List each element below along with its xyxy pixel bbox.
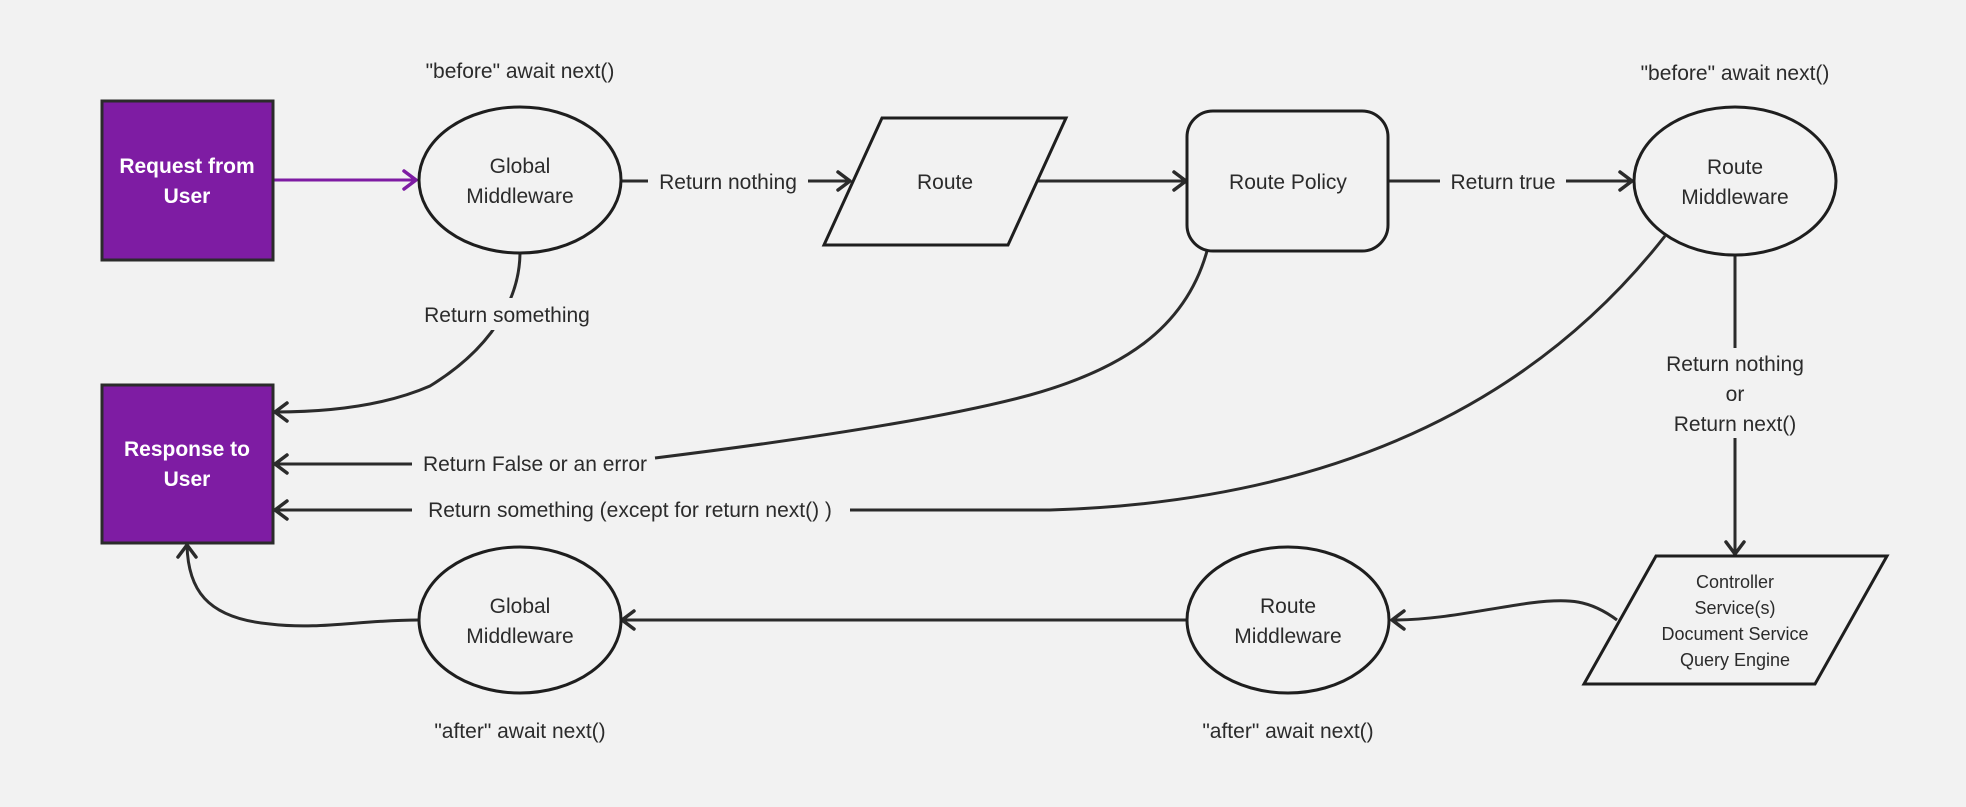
annotation-global-before: "before" await next() bbox=[426, 60, 615, 83]
svg-text:Route: Route bbox=[1260, 595, 1316, 618]
edge-route-middleware-to-controller: Return nothing or Return next() bbox=[1652, 255, 1818, 556]
edge-controller-to-route-middleware bbox=[1390, 599, 1618, 631]
request-from-user-node[interactable]: Request from User bbox=[100, 99, 275, 262]
svg-text:Route: Route bbox=[917, 171, 973, 194]
svg-text:User: User bbox=[164, 468, 211, 491]
edge-label-return-something: Return something bbox=[424, 304, 590, 327]
edge-route-middleware-to-global-middleware bbox=[620, 609, 1186, 631]
svg-text:Global: Global bbox=[490, 155, 551, 178]
route-middleware-before-node[interactable]: Route Middleware bbox=[1632, 105, 1838, 257]
edge-label-return-next: Return next() bbox=[1674, 413, 1797, 436]
svg-text:Response to: Response to bbox=[124, 438, 250, 461]
svg-text:Document Service: Document Service bbox=[1661, 624, 1808, 644]
edge-label-return-true: Return true bbox=[1450, 171, 1555, 194]
global-middleware-before-node[interactable]: Global Middleware bbox=[417, 105, 623, 255]
svg-text:User: User bbox=[164, 185, 211, 208]
annotation-route-middleware-after: "after" await next() bbox=[1202, 720, 1373, 743]
annotation-route-middleware-before: "before" await next() bbox=[1641, 62, 1830, 85]
edge-global-to-route: Return nothing bbox=[622, 166, 852, 196]
edge-label-return-nothing: Return nothing bbox=[659, 171, 797, 194]
edge-route-to-policy bbox=[1038, 170, 1188, 192]
svg-text:Route: Route bbox=[1707, 156, 1763, 179]
edge-label-return-false-or-error: Return False or an error bbox=[423, 453, 647, 476]
annotation-global-after: "after" await next() bbox=[434, 720, 605, 743]
edge-global-middleware-to-response bbox=[176, 543, 419, 628]
edge-policy-to-route-middleware: Return true bbox=[1389, 166, 1634, 196]
svg-text:Middleware: Middleware bbox=[1234, 625, 1341, 648]
svg-text:Global: Global bbox=[490, 595, 551, 618]
route-node[interactable]: Route bbox=[821, 116, 1069, 247]
edge-label-or: or bbox=[1726, 383, 1745, 406]
svg-text:Query Engine: Query Engine bbox=[1680, 650, 1790, 670]
response-to-user-node[interactable]: Response to User bbox=[100, 383, 275, 545]
svg-text:Middleware: Middleware bbox=[1681, 186, 1788, 209]
svg-text:Middleware: Middleware bbox=[466, 185, 573, 208]
svg-text:Middleware: Middleware bbox=[466, 625, 573, 648]
edge-global-to-response: Return something bbox=[273, 251, 600, 423]
route-middleware-after-node[interactable]: Route Middleware bbox=[1185, 545, 1391, 695]
svg-text:Route Policy: Route Policy bbox=[1229, 171, 1347, 194]
controller-services-node[interactable]: Controller Service(s) Document Service Q… bbox=[1581, 554, 1890, 686]
edge-policy-to-response: Return False or an error bbox=[273, 250, 1209, 476]
edge-label-return-something-except: Return something (except for return next… bbox=[428, 499, 832, 522]
svg-text:Controller: Controller bbox=[1696, 572, 1774, 592]
svg-text:Request from: Request from bbox=[119, 155, 254, 178]
route-policy-node[interactable]: Route Policy bbox=[1185, 109, 1390, 253]
svg-text:Service(s): Service(s) bbox=[1694, 598, 1775, 618]
edge-label-return-nothing-line1: Return nothing bbox=[1666, 353, 1804, 376]
global-middleware-after-node[interactable]: Global Middleware bbox=[417, 545, 623, 695]
edge-request-to-global-middleware bbox=[273, 169, 418, 191]
edge-route-middleware-to-response: Return something (except for return next… bbox=[273, 235, 1667, 522]
